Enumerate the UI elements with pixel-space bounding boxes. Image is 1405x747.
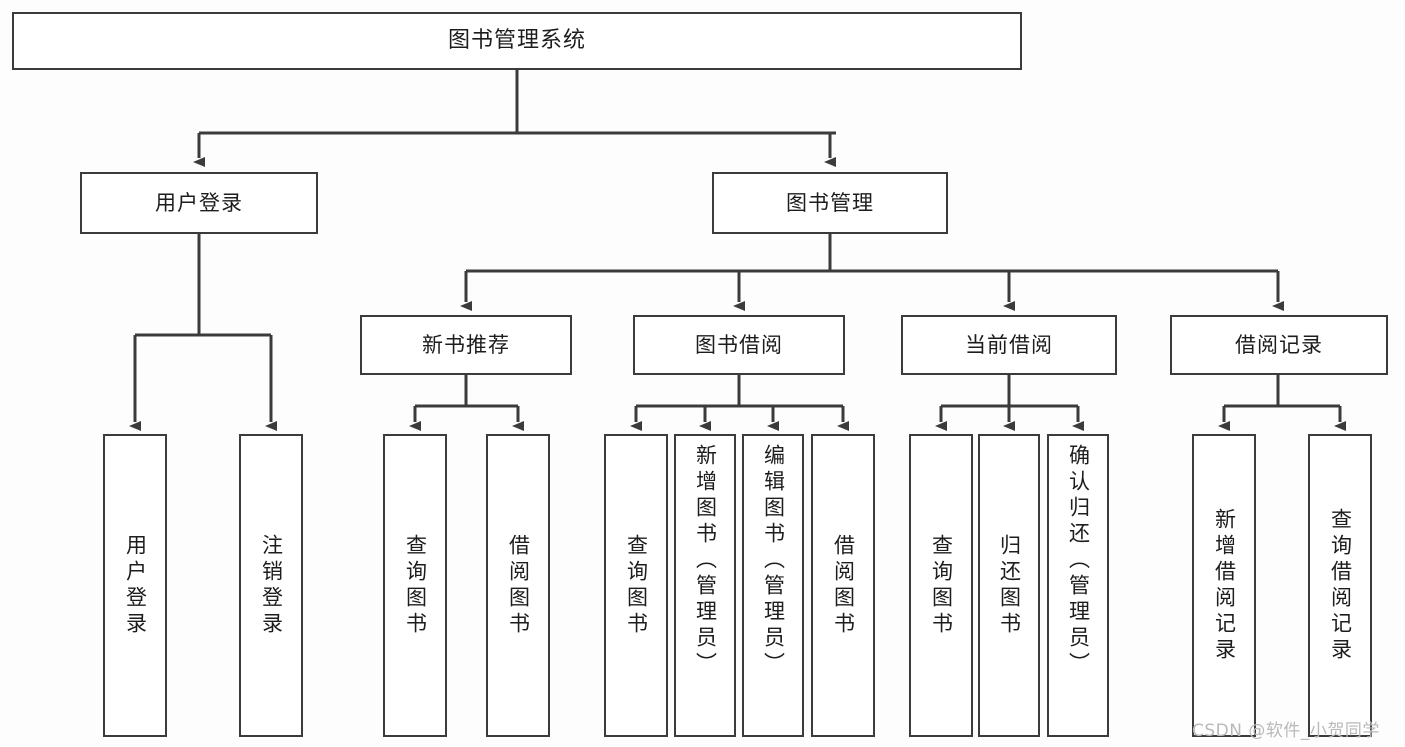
node-leaf-borrow-book-recommend[interactable]: 借阅图书: [486, 434, 550, 737]
node-label: 编辑图书（管理员）: [761, 444, 786, 678]
node-leaf-query-book-borrow[interactable]: 查询图书: [604, 434, 668, 737]
node-label: 查询图书: [929, 533, 954, 638]
node-leaf-return-book[interactable]: 归还图书: [978, 434, 1040, 737]
node-label: 归还图书: [997, 533, 1022, 638]
watermark-text: CSDN @软件_小贺同学: [1192, 721, 1380, 741]
node-borrow-record[interactable]: 借阅记录: [1170, 315, 1388, 375]
node-book-manage[interactable]: 图书管理: [712, 172, 948, 234]
node-label: 新增借阅记录: [1212, 507, 1237, 664]
node-user-login[interactable]: 用户登录: [80, 172, 318, 234]
node-leaf-confirm-return[interactable]: 确认归还（管理员）: [1047, 434, 1109, 737]
node-book-borrow[interactable]: 图书借阅: [633, 315, 845, 375]
node-leaf-query-borrow-record[interactable]: 查询借阅记录: [1308, 434, 1372, 737]
node-label: 借阅记录: [1235, 332, 1323, 357]
node-leaf-user-login[interactable]: 用户登录: [103, 434, 167, 737]
node-label: 当前借阅: [965, 332, 1053, 357]
node-label: 查询图书: [624, 533, 649, 638]
node-label: 借阅图书: [831, 533, 856, 638]
node-label: 图书管理系统: [447, 28, 586, 54]
node-label: 新书推荐: [422, 332, 510, 357]
node-new-book-recommend[interactable]: 新书推荐: [360, 315, 572, 375]
node-root-system[interactable]: 图书管理系统: [12, 12, 1022, 70]
node-leaf-borrow-book[interactable]: 借阅图书: [811, 434, 875, 737]
node-current-borrow[interactable]: 当前借阅: [901, 315, 1117, 375]
node-leaf-add-borrow-record[interactable]: 新增借阅记录: [1192, 434, 1256, 737]
node-label: 注销登录: [259, 533, 284, 638]
node-label: 查询图书: [403, 533, 428, 638]
node-label: 查询借阅记录: [1328, 507, 1353, 664]
node-label: 借阅图书: [506, 533, 531, 638]
node-label: 用户登录: [123, 533, 148, 638]
node-label: 用户登录: [155, 190, 243, 215]
node-label: 图书管理: [786, 190, 874, 215]
node-label: 图书借阅: [695, 332, 783, 357]
node-leaf-edit-book[interactable]: 编辑图书（管理员）: [742, 434, 804, 737]
node-leaf-user-logout[interactable]: 注销登录: [239, 434, 303, 737]
node-leaf-query-book-recommend[interactable]: 查询图书: [383, 434, 447, 737]
node-label: 新增图书（管理员）: [693, 444, 718, 678]
node-leaf-add-book[interactable]: 新增图书（管理员）: [674, 434, 736, 737]
node-label: 确认归还（管理员）: [1066, 444, 1091, 678]
node-leaf-query-book-current[interactable]: 查询图书: [909, 434, 973, 737]
